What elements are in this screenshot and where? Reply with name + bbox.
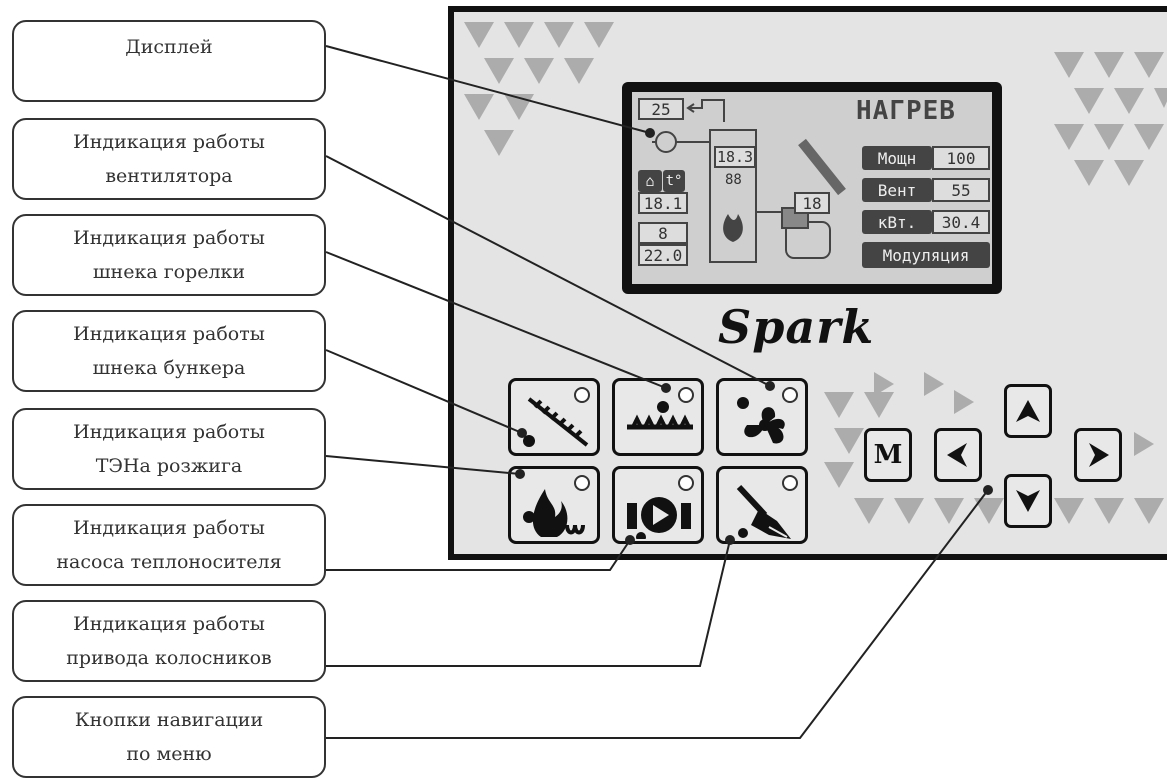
kw-value: 30.4 xyxy=(932,210,990,234)
callout-text: Индикация работы xyxy=(73,221,265,255)
grate-broom-icon xyxy=(729,481,799,539)
heater-flame-icon xyxy=(521,481,591,539)
callout-text: Индикация работы xyxy=(73,415,265,449)
lcd-surface: 25 18.3 88 ⌂ t° 18.1 8 22.0 18 НАГРЕВ Мо… xyxy=(632,92,992,284)
brand-logo: Spark xyxy=(718,300,874,354)
boiler-set-value: 88 xyxy=(725,172,742,188)
fan-label: Вент xyxy=(862,178,932,202)
callout-text: Кнопки навигации xyxy=(75,703,263,737)
callout-display: Дисплей xyxy=(12,20,326,102)
burner-auger-icon xyxy=(625,393,695,451)
room-temp-value: 18.1 xyxy=(638,192,688,214)
callout-pump: Индикация работы насоса теплоносителя xyxy=(12,504,326,586)
status-label: Модуляция xyxy=(862,242,990,268)
callout-text: Дисплей xyxy=(125,30,212,64)
power-value: 100 xyxy=(932,146,990,170)
outdoor-temp-value: 22.0 xyxy=(638,244,688,266)
callout-text: Индикация работы xyxy=(73,511,265,545)
hopper-auger-button[interactable] xyxy=(508,378,600,456)
callout-hopper-auger: Индикация работы шнека бункера xyxy=(12,310,326,392)
room-temp-badge: t° xyxy=(663,170,685,192)
feeder-temp-value: 18 xyxy=(794,192,830,214)
boiler-temp-value: 18.3 xyxy=(714,146,756,168)
pump-icon xyxy=(625,481,695,539)
nav-down-button[interactable] xyxy=(1004,474,1052,528)
arrow-left-icon xyxy=(943,440,973,470)
fan-button[interactable] xyxy=(716,378,808,456)
callout-text: Индикация работы xyxy=(73,317,265,351)
hopper-auger-icon xyxy=(521,393,591,451)
nav-right-button[interactable] xyxy=(1074,428,1122,482)
menu-button[interactable]: M xyxy=(864,428,912,482)
arrow-right-icon xyxy=(1083,440,1113,470)
burner-auger-button[interactable] xyxy=(612,378,704,456)
callout-text: шнека бункера xyxy=(93,351,246,385)
pump-button[interactable] xyxy=(612,466,704,544)
callout-text: вентилятора xyxy=(105,159,232,193)
arrow-down-icon xyxy=(1013,486,1043,516)
callout-fan: Индикация работы вентилятора xyxy=(12,118,326,200)
room-set-value: 8 xyxy=(638,222,688,244)
arrow-up-icon xyxy=(1013,396,1043,426)
callout-text: насоса теплоносителя xyxy=(56,545,281,579)
callout-text: ТЭНа розжига xyxy=(96,449,243,483)
callout-nav: Кнопки навигации по меню xyxy=(12,696,326,778)
power-label: Мощн xyxy=(862,146,932,170)
mode-title: НАГРЕВ xyxy=(856,96,956,126)
callout-heater: Индикация работы ТЭНа розжига xyxy=(12,408,326,490)
kw-label: кВт. xyxy=(862,210,932,234)
callout-burner-auger: Индикация работы шнека горелки xyxy=(12,214,326,296)
home-icon: ⌂ xyxy=(638,170,662,192)
fan-value: 55 xyxy=(932,178,990,202)
callout-text: привода колосников xyxy=(66,641,272,675)
callout-grate: Индикация работы привода колосников xyxy=(12,600,326,682)
fan-icon xyxy=(729,393,799,451)
callout-text: по меню xyxy=(126,737,211,771)
callout-text: Индикация работы xyxy=(73,125,265,159)
grate-button[interactable] xyxy=(716,466,808,544)
callout-text: шнека горелки xyxy=(93,255,245,289)
nav-up-button[interactable] xyxy=(1004,384,1052,438)
lcd-display: 25 18.3 88 ⌂ t° 18.1 8 22.0 18 НАГРЕВ Мо… xyxy=(622,82,1002,294)
callout-text: Индикация работы xyxy=(73,607,265,641)
nav-left-button[interactable] xyxy=(934,428,982,482)
heater-button[interactable] xyxy=(508,466,600,544)
